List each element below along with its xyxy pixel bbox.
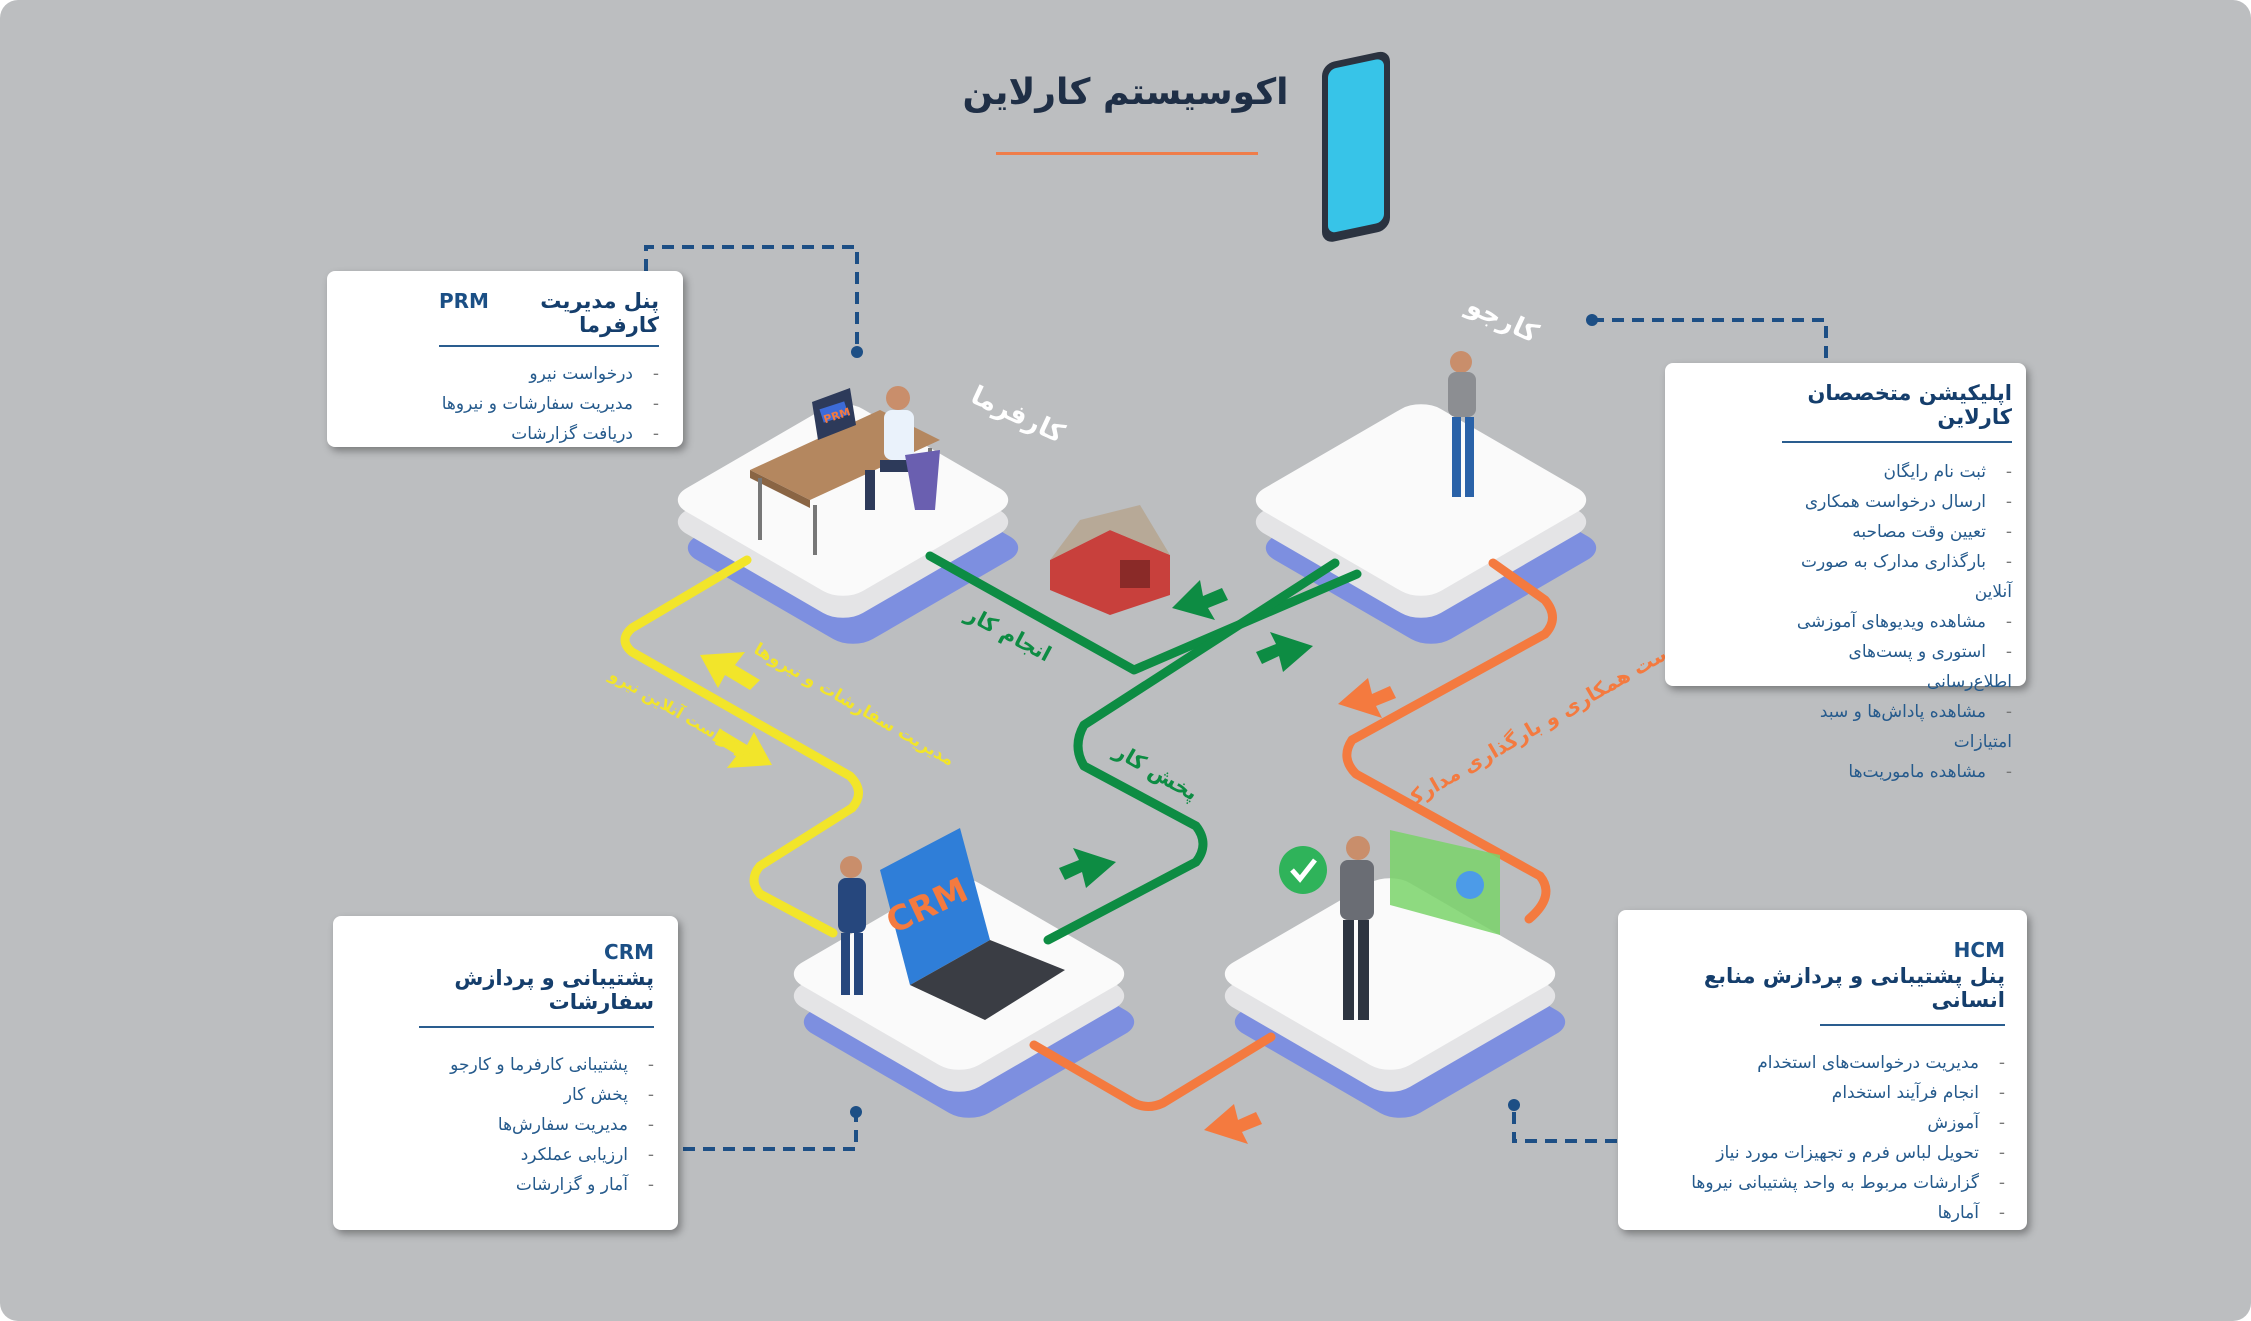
crm-laptop-illustration: CRM (838, 828, 1065, 1020)
arrow-down-left-icon (1338, 678, 1396, 718)
prm-code: PRM (439, 289, 489, 313)
list-item: -گزارشات مربوط به واحد پشتیبانی نیروها (1691, 1173, 2005, 1193)
list-item: -ارزیابی عملکرد (520, 1145, 654, 1165)
list-item: -بارگذاری مدارک به صورت آنلاین (1800, 552, 2012, 602)
prm-connector (644, 245, 859, 350)
hcm-illustration (1279, 830, 1500, 1020)
app-connector (1592, 318, 1828, 363)
app-title: اپلیکیشن متخصصان کارلاین (1807, 381, 2013, 429)
list-item: -مشاهده ویدیوهای آموزشی (1796, 612, 2012, 632)
list-item: -دریافت گزارشات (511, 424, 659, 444)
arrow-up-right-icon (1059, 848, 1116, 888)
hcm-card: HCM پنل پشتیبانی و پردازش منابع انسانی -… (1618, 910, 2027, 1230)
list-item: -ارسال درخواست همکاری (1804, 492, 2012, 512)
green-path-do-work (925, 551, 1362, 675)
list-item: -تعیین وقت مصاحبه (1852, 522, 2012, 542)
prm-title: پنل مدیریت کارفرما (540, 289, 659, 337)
list-item: -انجام فرآیند استخدام (1831, 1083, 2005, 1103)
list-item: -پخش کار (563, 1085, 654, 1105)
prm-connector-dot (851, 346, 863, 358)
crm-connector-dot (850, 1106, 862, 1118)
yellow-path (620, 555, 863, 938)
crm-title: پشتیبانی و پردازش سفارشات (454, 966, 654, 1014)
arrow-down-left-icon (1204, 1104, 1262, 1144)
list-item: -آمار و گزارشات (515, 1175, 654, 1195)
arrow-down-right-icon (712, 730, 772, 768)
employer-desk-illustration: PRM (750, 386, 940, 555)
arrow-up-left-icon (700, 652, 760, 690)
page-title: اکوسیستم کارلاین (962, 72, 1289, 113)
checkmark-icon (1279, 846, 1327, 894)
list-item: -مدیریت درخواست‌های استخدام (1757, 1053, 2005, 1073)
arrow-down-left-icon (1172, 580, 1228, 620)
list-item: -درخواست نیرو (529, 364, 659, 384)
crm-code: CRM (604, 940, 654, 964)
app-connector-dot (1586, 314, 1598, 326)
list-item: -استوری و پست‌های اطلاع‌رسانی (1848, 642, 2012, 692)
list-item: -پشتیبانی کارفرما و کارجو (450, 1055, 654, 1075)
platform-hcm (1224, 878, 1566, 1118)
crm-card: CRM پشتیبانی و پردازش سفارشات -پشتیبانی … (333, 916, 678, 1230)
list-item: -آمارها (1937, 1203, 2005, 1223)
arrow-up-right-icon (1256, 632, 1313, 672)
green-path-distribute (1043, 558, 1340, 945)
app-card: اپلیکیشن متخصصان کارلاین -ثبت نام رایگان… (1665, 363, 2026, 782)
hcm-connector (1512, 1106, 1617, 1143)
orange-path-cooperation (1342, 558, 1557, 924)
warehouse-illustration (1050, 505, 1170, 615)
orange-path-bottom (1029, 1032, 1276, 1111)
list-item: -مدیریت سفارش‌ها (497, 1115, 654, 1135)
prm-panel-card: پنل مدیریت کارفرما PRM -درخواست نیرو -مد… (327, 271, 683, 447)
list-item: -مشاهده ماموریت‌ها (1848, 762, 2012, 782)
title-underline (996, 152, 1258, 155)
hcm-title: پنل پشتیبانی و پردازش منابع انسانی (1703, 964, 2005, 1012)
list-item: -ثبت نام رایگان (1883, 462, 2012, 482)
list-item: -آموزش (1927, 1113, 2005, 1133)
hcm-code: HCM (1953, 938, 2005, 962)
hcm-connector-dot (1508, 1099, 1520, 1111)
list-item: -تحویل لباس فرم و تجهیزات مورد نیاز (1716, 1143, 2005, 1163)
list-item: -مشاهده پاداش‌ها و سبد امتیازات (1819, 702, 2012, 752)
phone-illustration: K (1322, 51, 1390, 242)
crm-connector (683, 1113, 858, 1151)
list-item: -مدیریت سفارشات و نیروها (441, 394, 659, 414)
jobseeker-figure (1448, 351, 1476, 497)
